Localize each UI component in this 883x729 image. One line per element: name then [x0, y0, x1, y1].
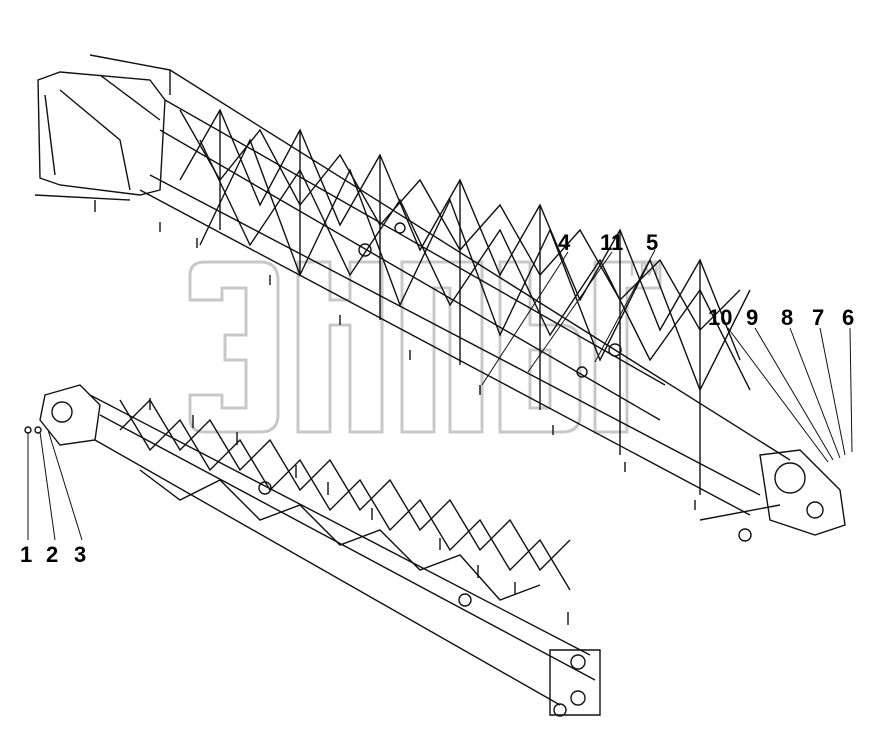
upper-boom-section: [34, 54, 846, 542]
callout-8: 8: [781, 305, 793, 330]
callout-2: 2: [46, 542, 58, 567]
callout-6: 6: [842, 305, 854, 330]
callout-11: 11: [600, 230, 623, 255]
leader-lines: [27, 249, 853, 541]
callout-5: 5: [646, 230, 658, 255]
watermark-logo: [188, 260, 662, 434]
lower-boom-section: [24, 384, 601, 717]
callout-9: 9: [746, 305, 758, 330]
callout-1: 1: [20, 542, 32, 567]
callout-7: 7: [812, 305, 824, 330]
callout-4: 4: [558, 230, 571, 255]
callout-3: 3: [74, 542, 86, 567]
callout-10: 10: [708, 305, 732, 330]
